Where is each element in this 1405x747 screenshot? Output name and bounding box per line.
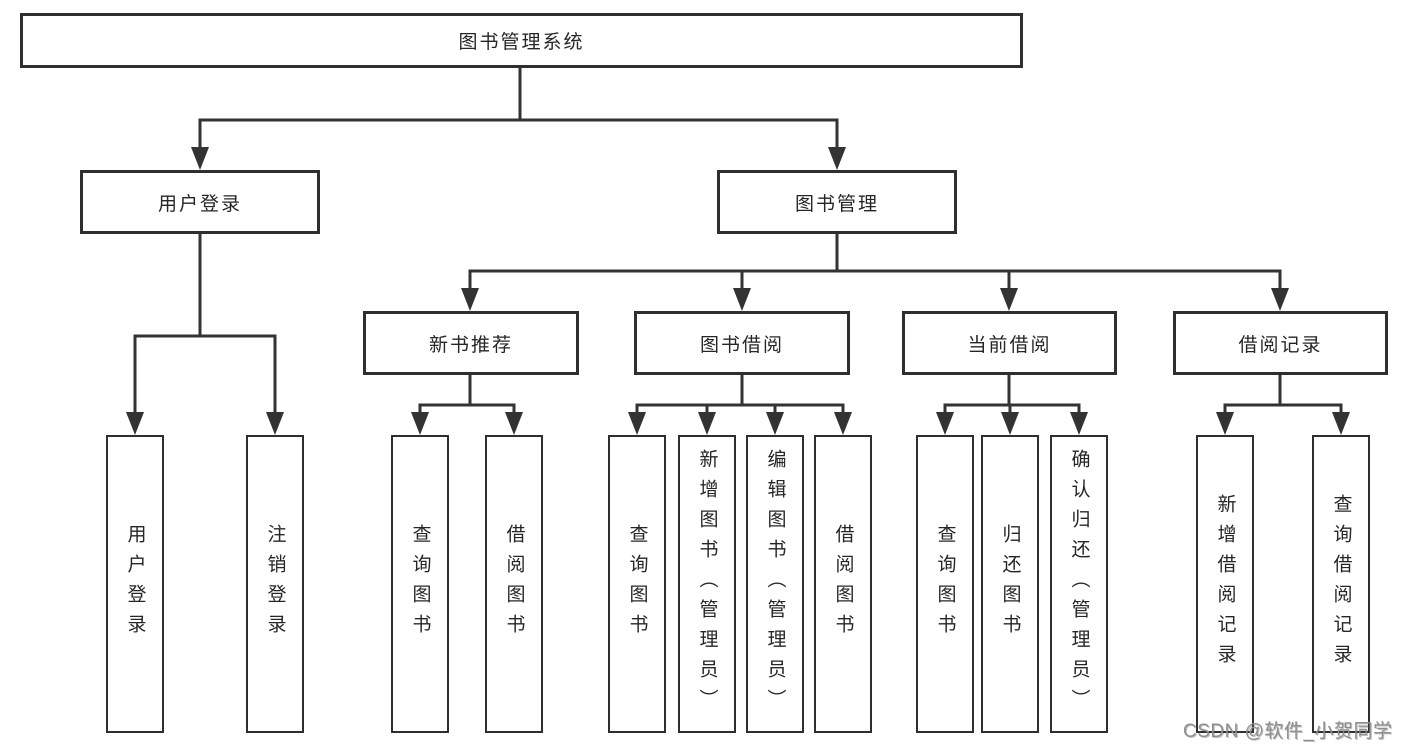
leaf-records-add-record-label: 新增借阅记录: [1214, 494, 1236, 674]
leaf-borrowing-query-books-label: 查询图书: [626, 524, 648, 644]
leaf-current-confirm-return-admin: 确认归还（管理员）: [1050, 435, 1108, 733]
leaf-current-return-books-label: 归还图书: [999, 524, 1021, 644]
leaf-current-return-books: 归还图书: [981, 435, 1039, 733]
node-root-system-title: 图书管理系统: [20, 13, 1023, 68]
leaf-borrowing-edit-books-admin: 编辑图书（管理员）: [746, 435, 804, 733]
leaf-current-query-books: 查询图书: [916, 435, 974, 733]
leaf-recommend-query-books: 查询图书: [391, 435, 449, 733]
node-user-login: 用户登录: [80, 170, 320, 234]
leaf-borrowing-add-books-admin-label: 新增图书（管理员）: [696, 449, 718, 719]
leaf-user-login: 用户登录: [106, 435, 164, 733]
leaf-borrowing-borrow-books-label: 借阅图书: [832, 524, 854, 644]
leaf-current-confirm-return-admin-label: 确认归还（管理员）: [1068, 449, 1090, 719]
leaf-logout: 注销登录: [246, 435, 304, 733]
node-book-management: 图书管理: [717, 170, 957, 234]
leaf-records-add-record: 新增借阅记录: [1196, 435, 1254, 733]
leaf-borrowing-query-books: 查询图书: [608, 435, 666, 733]
leaf-borrowing-edit-books-admin-label: 编辑图书（管理员）: [764, 449, 786, 719]
leaf-records-query-record-label: 查询借阅记录: [1330, 494, 1352, 674]
leaf-current-query-books-label: 查询图书: [934, 524, 956, 644]
leaf-logout-label: 注销登录: [264, 524, 286, 644]
node-current-borrowing: 当前借阅: [902, 311, 1117, 375]
leaf-recommend-borrow-books: 借阅图书: [485, 435, 543, 733]
node-borrowing-records: 借阅记录: [1173, 311, 1388, 375]
leaf-records-query-record: 查询借阅记录: [1312, 435, 1370, 733]
node-new-book-recommend: 新书推荐: [363, 311, 579, 375]
leaf-recommend-query-books-label: 查询图书: [409, 524, 431, 644]
leaf-recommend-borrow-books-label: 借阅图书: [503, 524, 525, 644]
node-book-borrowing: 图书借阅: [634, 311, 850, 375]
leaf-user-login-label: 用户登录: [124, 524, 146, 644]
csdn-watermark: CSDN @软件_小贺同学: [1183, 721, 1393, 742]
leaf-borrowing-add-books-admin: 新增图书（管理员）: [678, 435, 736, 733]
leaf-borrowing-borrow-books: 借阅图书: [814, 435, 872, 733]
